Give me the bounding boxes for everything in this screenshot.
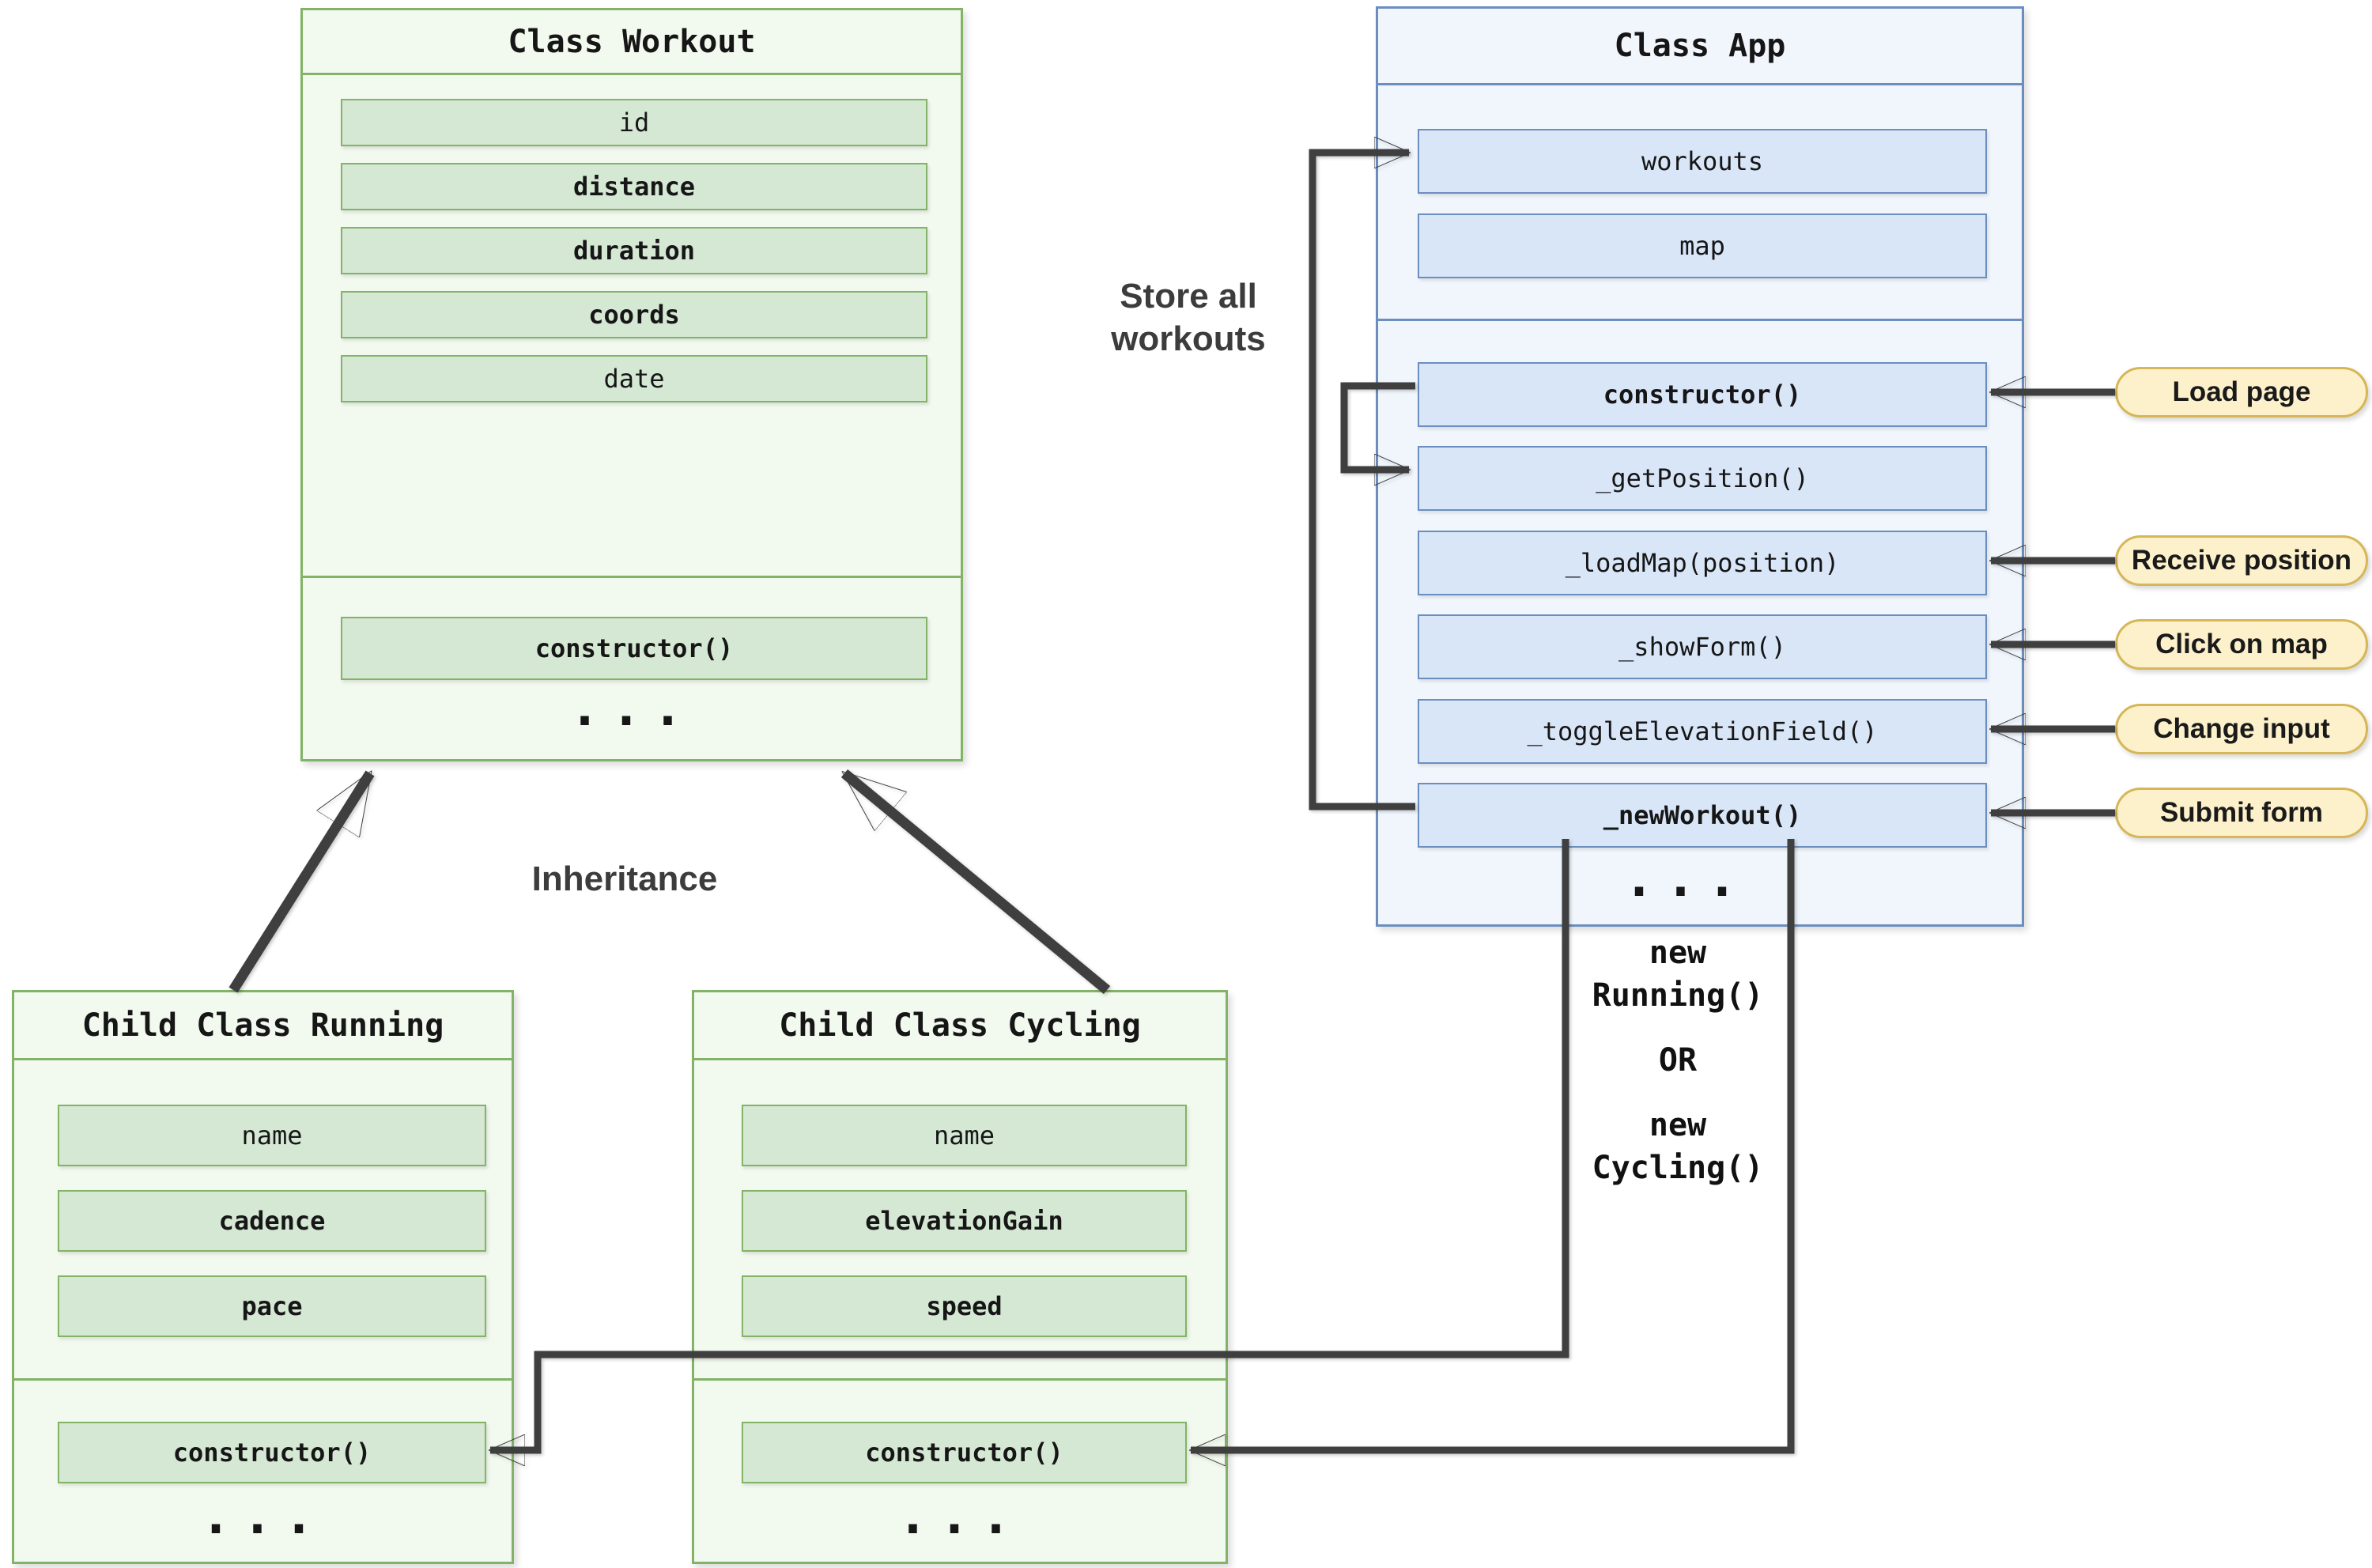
field-id: id	[341, 99, 927, 146]
cycling-compartment-divider	[694, 1378, 1226, 1381]
field-date: date	[341, 355, 927, 402]
method-get-position: _getPosition()	[1418, 446, 1987, 511]
field-run-cadence: cadence	[58, 1190, 486, 1252]
cycling-title: Child Class Cycling	[694, 992, 1226, 1060]
field-coords: coords	[341, 291, 927, 338]
pill-load-page: Load page	[2115, 367, 2368, 418]
new-running-or-cycling-label: new Running() OR new Cycling()	[1543, 931, 1812, 1189]
cycling-constructor: constructor()	[742, 1422, 1187, 1483]
app-ellipsis: ...	[1623, 850, 1749, 909]
running-title: Child Class Running	[14, 992, 512, 1060]
field-cyc-elevation: elevationGain	[742, 1190, 1187, 1252]
pill-click-on-map: Click on map	[2115, 619, 2368, 670]
pill-receive-position: Receive position	[2115, 535, 2368, 586]
workout-ellipsis: ...	[569, 679, 694, 738]
arrow-cycling-inheritance	[840, 769, 1111, 995]
running-compartment-divider	[14, 1378, 512, 1381]
arrow-running-inheritance	[229, 773, 375, 993]
child-class-running-box: Child Class Running name cadence pace co…	[12, 990, 514, 1564]
pill-submit-form: Submit form	[2115, 788, 2368, 838]
field-map: map	[1418, 213, 1987, 278]
method-constructor: constructor()	[1418, 362, 1987, 427]
class-workout-box: Class Workout id distance duration coord…	[300, 8, 963, 761]
field-workouts: workouts	[1418, 129, 1987, 194]
new-running-label: new Running()	[1592, 935, 1764, 1014]
class-app-box: Class App workouts map constructor() _ge…	[1376, 6, 2024, 927]
field-duration: duration	[341, 227, 927, 274]
running-constructor: constructor()	[58, 1422, 486, 1483]
class-app-title: Class App	[1378, 9, 2022, 85]
method-load-map: _loadMap(position)	[1418, 531, 1987, 595]
running-ellipsis: ...	[200, 1487, 326, 1546]
workout-constructor: constructor()	[341, 617, 927, 680]
inheritance-label: Inheritance	[531, 860, 718, 898]
field-run-pace: pace	[58, 1275, 486, 1337]
pill-change-input: Change input	[2115, 704, 2368, 754]
field-cyc-name: name	[742, 1105, 1187, 1166]
app-compartment-divider	[1378, 319, 2022, 321]
cycling-ellipsis: ...	[897, 1487, 1022, 1546]
or-label: OR	[1658, 1042, 1698, 1079]
method-toggle-elevation: _toggleElevationField()	[1418, 699, 1987, 764]
field-cyc-speed: speed	[742, 1275, 1187, 1337]
store-all-workouts-label: Store all workouts	[1111, 277, 1266, 358]
class-workout-title: Class Workout	[303, 10, 961, 75]
new-cycling-label: new Cycling()	[1592, 1107, 1764, 1186]
field-distance: distance	[341, 163, 927, 210]
method-show-form: _showForm()	[1418, 614, 1987, 679]
workout-compartment-divider	[303, 576, 961, 578]
child-class-cycling-box: Child Class Cycling name elevationGain s…	[692, 990, 1228, 1564]
method-new-workout: _newWorkout()	[1418, 783, 1987, 848]
field-run-name: name	[58, 1105, 486, 1166]
